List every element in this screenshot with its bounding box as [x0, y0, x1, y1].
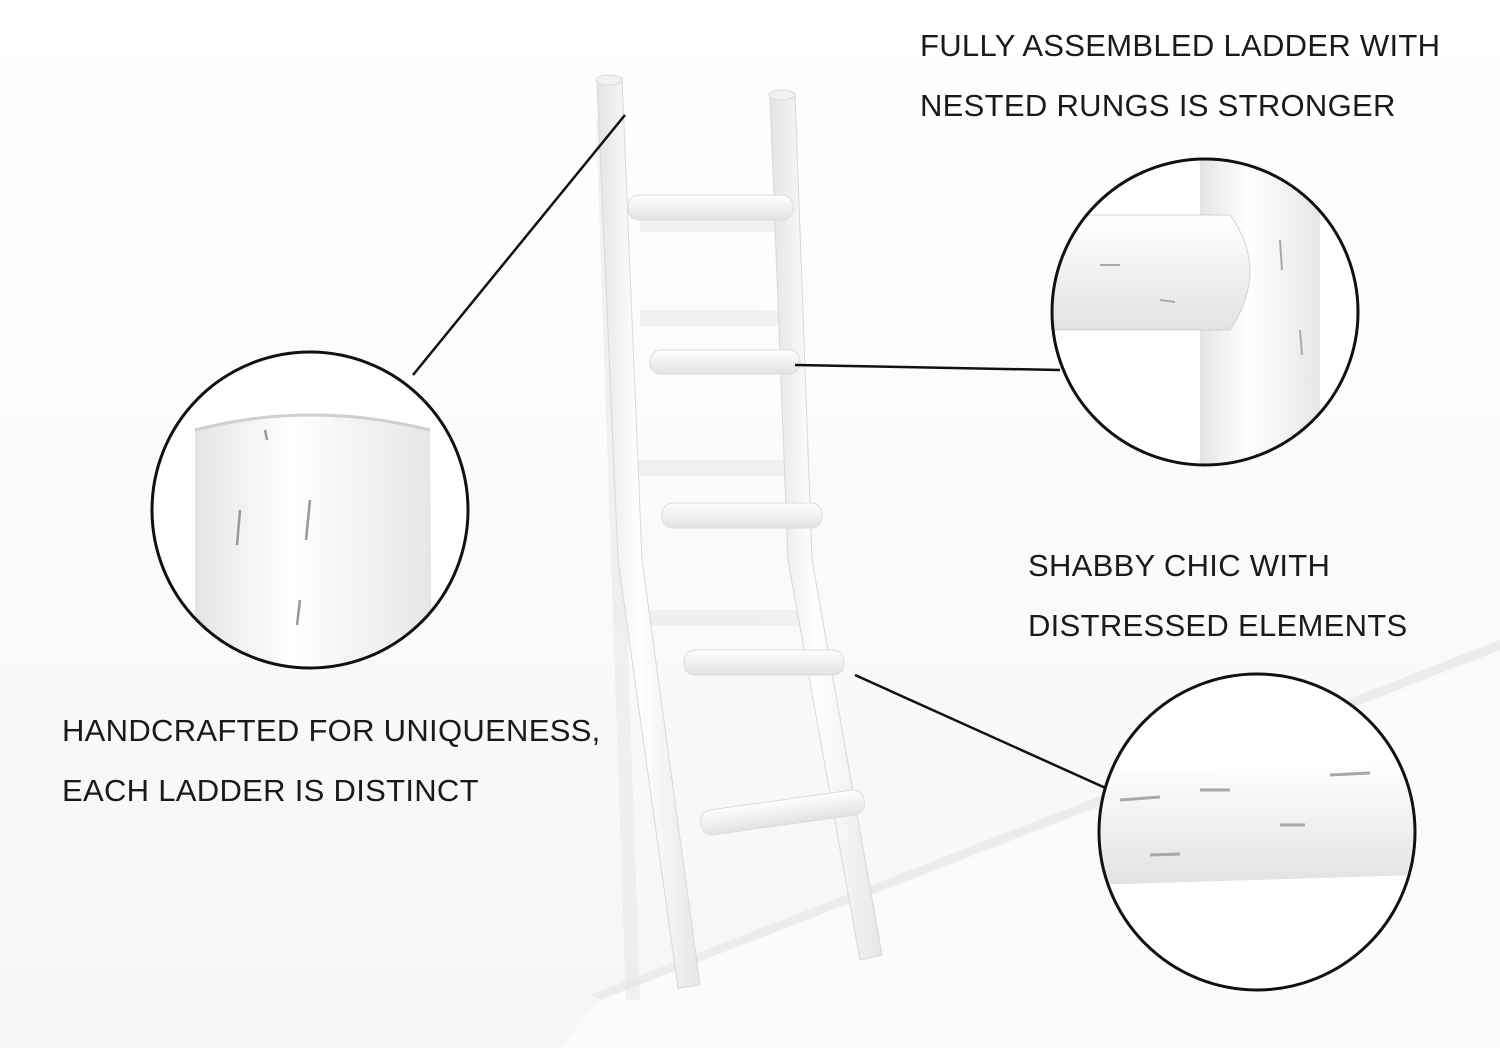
callout-line-bottom — [854, 673, 1111, 792]
caption-line: HANDCRAFTED FOR UNIQUENESS, — [62, 713, 601, 748]
detail-circle-nested-rung — [1050, 157, 1360, 467]
caption-line: DISTRESSED ELEMENTS — [1028, 608, 1408, 643]
caption-line: NESTED RUNGS IS STRONGER — [920, 88, 1396, 123]
caption-line: FULLY ASSEMBLED LADDER WITH — [920, 28, 1441, 63]
caption-fully-assembled: FULLY ASSEMBLED LADDER WITH NESTED RUNGS… — [920, 16, 1440, 136]
caption-line: SHABBY CHIC WITH — [1028, 548, 1331, 583]
caption-handcrafted: HANDCRAFTED FOR UNIQUENESS, EACH LADDER … — [62, 701, 601, 821]
caption-line: EACH LADDER IS DISTINCT — [62, 773, 479, 808]
detail-circle-distressed-finish — [1097, 672, 1417, 992]
ladder — [595, 74, 883, 989]
detail-circle-rail-end — [150, 350, 470, 670]
callout-line-top — [412, 114, 626, 376]
caption-shabby-chic: SHABBY CHIC WITH DISTRESSED ELEMENTS — [1028, 536, 1408, 656]
callout-line-middle — [794, 363, 1061, 372]
